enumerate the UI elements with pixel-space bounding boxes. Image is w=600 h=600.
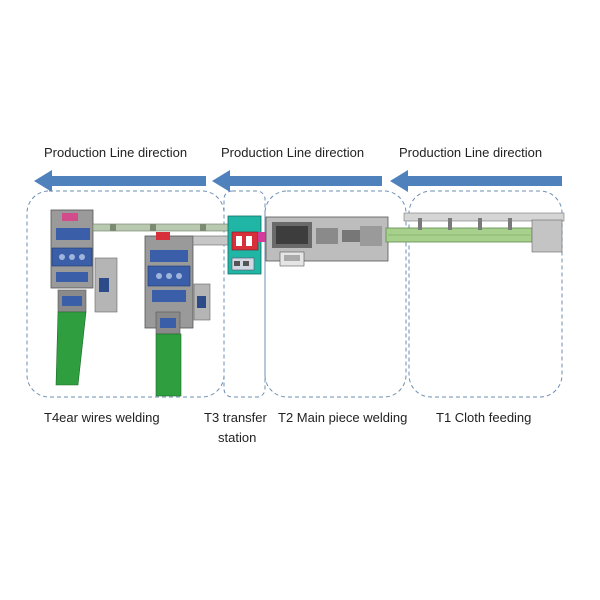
direction-label-t2: Production Line direction — [221, 145, 364, 160]
direction-label-t4: Production Line direction — [44, 145, 187, 160]
station-boundary-t3 — [223, 190, 266, 398]
t3-transfer-machine — [227, 215, 270, 275]
t4-machine-2 — [144, 232, 211, 397]
t2-welding-machine — [265, 216, 389, 267]
station-boundary-t2 — [264, 190, 407, 398]
station-label-t2: T2 Main piece welding — [278, 410, 407, 425]
direction-arrow-left-icon — [390, 170, 562, 192]
t1-cloth-feeder — [385, 212, 565, 253]
station-label-t1: T1 Cloth feeding — [436, 410, 531, 425]
station-label-t4: T4ear wires welding — [44, 410, 160, 425]
direction-arrow-left-icon — [212, 170, 382, 192]
station-label-t3-continued: station — [218, 430, 256, 445]
station-boundary-t1 — [408, 190, 563, 398]
direction-arrow-left-icon — [34, 170, 206, 192]
station-label-t3: T3 transfer — [204, 410, 268, 425]
direction-label-t1: Production Line direction — [399, 145, 542, 160]
t4-machine-1 — [50, 209, 118, 386]
